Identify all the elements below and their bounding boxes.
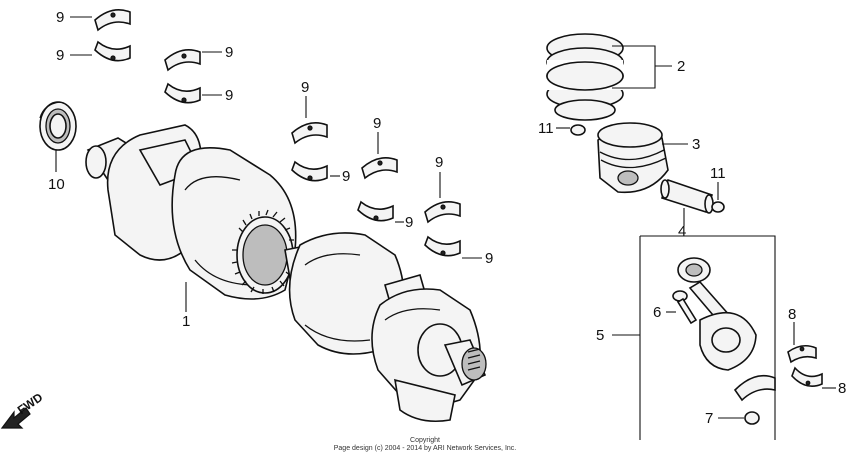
piston-ring-set[interactable] xyxy=(546,33,624,121)
callout-labels: 1 2 3 4 5 6 7 8 8 9 9 9 9 9 9 9 9 9 9 10… xyxy=(48,9,846,427)
bearing-shell-7[interactable] xyxy=(361,157,398,180)
svg-text:FWD: FWD xyxy=(15,390,46,417)
bearing-shell-9[interactable] xyxy=(424,201,461,224)
bearing-shell-10[interactable] xyxy=(424,235,461,257)
callout-7: 7 xyxy=(705,410,713,427)
callout-3: 3 xyxy=(692,136,700,153)
piston-pin[interactable] xyxy=(660,178,714,214)
callout-9d: 9 xyxy=(225,87,233,104)
callout-9c: 9 xyxy=(225,44,233,61)
oil-seal[interactable] xyxy=(39,101,77,151)
piston-pin-clip-1[interactable] xyxy=(570,124,586,136)
conrod-nut[interactable] xyxy=(744,411,760,425)
conrod-cap[interactable] xyxy=(733,374,776,402)
callout-1: 1 xyxy=(182,313,190,330)
bearing-shell-3[interactable] xyxy=(164,49,201,72)
bearing-shell-8[interactable] xyxy=(357,200,394,222)
piston[interactable] xyxy=(597,122,669,194)
callout-9f: 9 xyxy=(342,168,350,185)
rod-bearing-shell-2[interactable] xyxy=(791,366,823,387)
bearing-shell-4[interactable] xyxy=(164,82,201,104)
callout-9j: 9 xyxy=(485,250,493,267)
callout-9i: 9 xyxy=(435,154,443,171)
callout-10: 10 xyxy=(48,176,65,193)
fwd-direction-indicator: FWD xyxy=(0,390,46,429)
callout-11b: 11 xyxy=(710,165,726,182)
callout-9e: 9 xyxy=(301,79,309,96)
page-design-credit: Page design (c) 2004 - 2014 by ARI Netwo… xyxy=(333,445,517,452)
callout-6: 6 xyxy=(653,304,661,321)
piston-pin-clip-2[interactable] xyxy=(711,201,725,213)
conrod-bolt[interactable] xyxy=(672,290,698,325)
callout-9g: 9 xyxy=(373,115,381,132)
bearing-shell-6[interactable] xyxy=(291,160,328,182)
callout-8a: 8 xyxy=(788,306,796,323)
bearing-shell-5[interactable] xyxy=(291,122,328,145)
callout-9b: 9 xyxy=(56,47,64,64)
connecting-rod[interactable] xyxy=(677,257,757,371)
callout-9a: 9 xyxy=(56,9,64,26)
callout-9h: 9 xyxy=(405,214,413,231)
callout-8b: 8 xyxy=(838,380,846,397)
callout-11a: 11 xyxy=(538,120,554,137)
callout-4: 4 xyxy=(678,223,686,240)
callout-2: 2 xyxy=(677,58,685,75)
rod-bearing-shell-1[interactable] xyxy=(787,344,817,364)
bearing-shell-2[interactable] xyxy=(94,40,131,62)
copyright-label: Copyright xyxy=(410,437,440,444)
callout-5: 5 xyxy=(596,327,604,344)
crankshaft[interactable] xyxy=(85,124,487,423)
bearing-shell-1[interactable] xyxy=(94,9,131,32)
fwd-arrow-icon xyxy=(0,407,31,429)
conrod-group-bracket xyxy=(639,235,776,440)
